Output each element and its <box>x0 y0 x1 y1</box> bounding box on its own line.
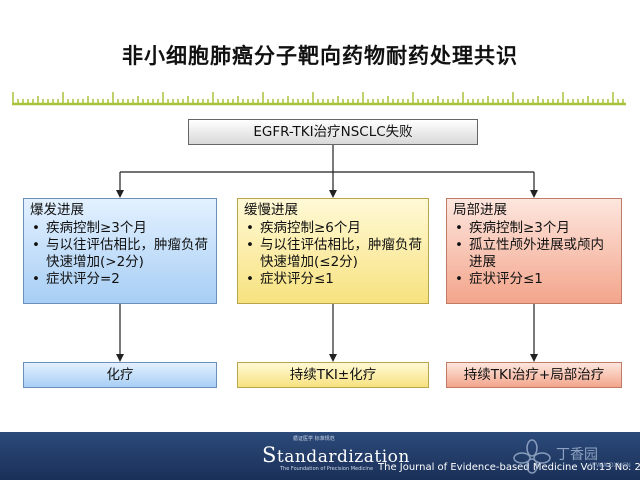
criteria-item: 疾病控制≥3个月 <box>453 220 615 237</box>
criteria-item: 症状评分≤1 <box>244 271 422 288</box>
criteria-item: 症状评分=2 <box>30 271 210 288</box>
slow-progression-box: 缓慢进展 疾病控制≥6个月 与以往评估相比，肿瘤负荷快速增加(≤2分) 症状评分… <box>237 198 429 304</box>
result-continue-tki-chemo: 持续TKI±化疗 <box>237 362 429 388</box>
dxy-watermark-url: WWW.DXY.CN <box>590 462 631 469</box>
dxy-flower-icon <box>513 439 551 474</box>
explosive-progression-box: 爆发进展 疾病控制≥3个月 与以往评估相比，肿瘤负荷快速增加(>2分) 症状评分… <box>23 198 217 304</box>
criteria-list: 疾病控制≥6个月 与以往评估相比，肿瘤负荷快速增加(≤2分) 症状评分≤1 <box>244 220 422 288</box>
logo-subtitle: The Foundation of Precision Medicine <box>280 466 374 472</box>
failure-box: EGFR-TKI治疗NSCLC失败 <box>188 119 478 145</box>
criteria-list: 疾病控制≥3个月 与以往评估相比，肿瘤负荷快速增加(>2分) 症状评分=2 <box>30 220 210 288</box>
column-heading: 爆发进展 <box>30 202 84 218</box>
criteria-list: 疾病控制≥3个月 孤立性颅外进展或颅内进展 症状评分≤1 <box>453 220 615 288</box>
criteria-item: 与以往评估相比，肿瘤负荷快速增加(>2分) <box>30 237 210 271</box>
criteria-item: 症状评分≤1 <box>453 271 615 288</box>
slide-title: 非小细胞肺癌分子靶向药物耐药处理共识 <box>122 44 518 68</box>
journal-citation: The Journal of Evidence-based Medicine V… <box>378 462 640 473</box>
local-progression-box: 局部进展 疾病控制≥3个月 孤立性颅外进展或颅内进展 症状评分≤1 <box>446 198 622 304</box>
standardization-logo: Standardization <box>262 443 410 467</box>
logo-top-text: 循证医学 标准规范 <box>293 436 335 442</box>
criteria-item: 与以往评估相比，肿瘤负荷快速增加(≤2分) <box>244 237 422 271</box>
criteria-item: 疾病控制≥3个月 <box>30 220 210 237</box>
column-heading: 缓慢进展 <box>244 202 298 218</box>
ruler-decoration <box>12 92 626 106</box>
result-chemotherapy: 化疗 <box>23 362 217 388</box>
logo-initial: S <box>262 443 277 467</box>
logo-word: tandardization <box>276 447 410 467</box>
dxy-watermark: 丁香园 <box>556 447 598 463</box>
result-continue-tki-local: 持续TKI治疗+局部治疗 <box>446 362 622 388</box>
footer-banner: 循证医学 标准规范 Standardization The Foundation… <box>0 432 640 480</box>
column-heading: 局部进展 <box>453 202 507 218</box>
criteria-item: 孤立性颅外进展或颅内进展 <box>453 237 615 271</box>
criteria-item: 疾病控制≥6个月 <box>244 220 422 237</box>
